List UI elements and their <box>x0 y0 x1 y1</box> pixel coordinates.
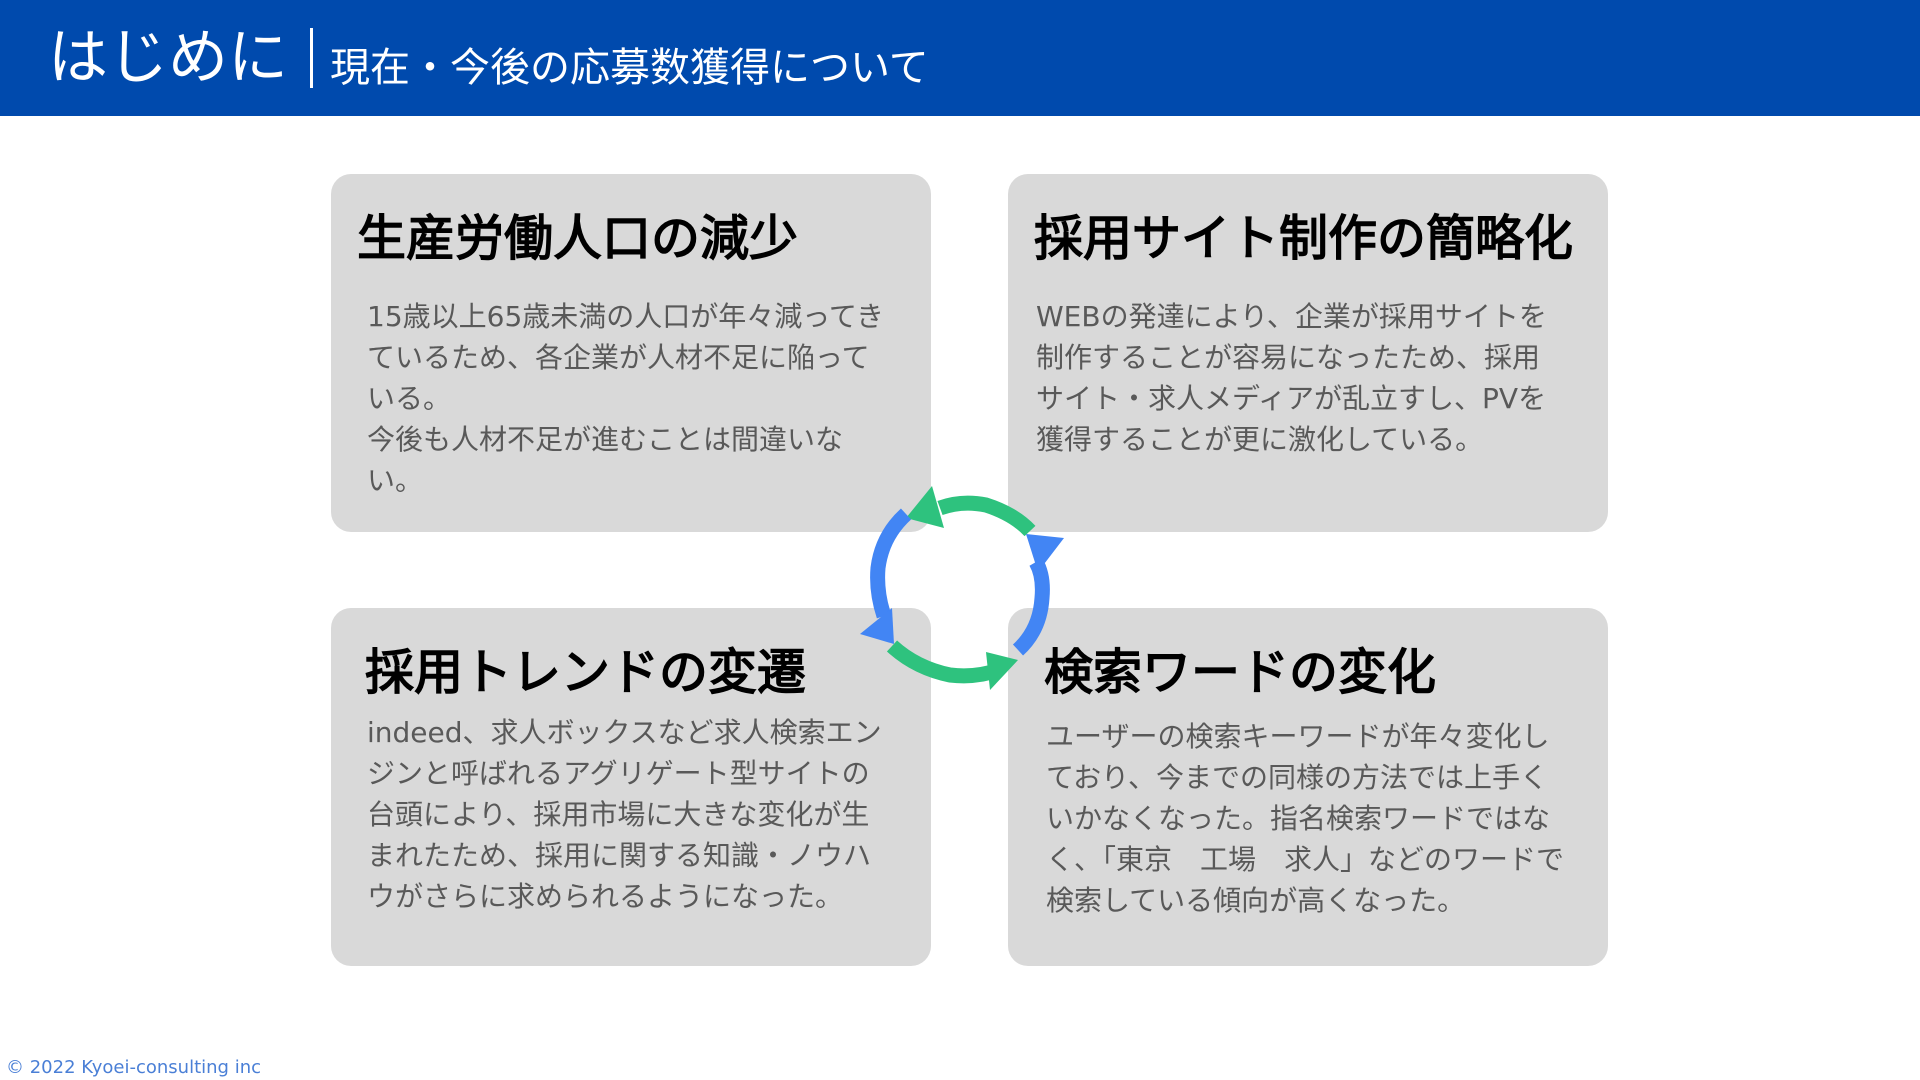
card-title: 生産労働人口の減少 <box>357 210 799 267</box>
header-divider <box>310 28 313 88</box>
cycle-arc-top <box>937 495 1036 537</box>
card-recruit-trend: 採用トレンドの変遷 indeed、求人ボックスなど求人検索エンジンと呼ばれるアグ… <box>331 608 931 966</box>
page-title: はじめに <box>48 23 288 93</box>
card-body: indeed、求人ボックスなど求人検索エンジンと呼ばれるアグリゲート型サイトの台… <box>367 716 882 913</box>
cycle-arc-left <box>870 508 912 619</box>
card-labor-population: 生産労働人口の減少 15歳以上65歳未満の人口が年々減ってきているため、各企業が… <box>331 174 931 532</box>
cycle-arrowhead-left <box>860 608 894 644</box>
card-title: 検索ワードの変化 <box>1044 644 1437 701</box>
card-body: 15歳以上65歳未満の人口が年々減ってきているため、各企業が人材不足に陥っている… <box>367 300 885 497</box>
cycle-arrowhead-top <box>906 486 944 528</box>
page-subtitle: 現在・今後の応募数獲得について <box>330 45 929 91</box>
cycle-arrows-icon <box>860 486 1064 690</box>
card-recruit-site: 採用サイト制作の簡略化 WEBの発達により、企業が採用サイトを制作することが容易… <box>1008 174 1608 532</box>
cycle-arrowhead-right <box>1026 534 1064 572</box>
card-body: ユーザーの検索キーワードが年々変化しており、今までの同様の方法では上手くいかなく… <box>1046 720 1565 917</box>
header-bar: はじめに 現在・今後の応募数獲得について <box>0 0 1920 116</box>
cycle-arc-right <box>1012 558 1050 656</box>
cycle-arrowhead-bottom <box>986 652 1018 690</box>
card-title: 採用サイト制作の簡略化 <box>1034 210 1574 267</box>
copyright-footer: © 2022 Kyoei-consulting inc <box>6 1057 262 1078</box>
cycle-arc-bottom <box>886 640 1001 684</box>
card-search-word: 検索ワードの変化 ユーザーの検索キーワードが年々変化しており、今までの同様の方法… <box>1008 608 1608 966</box>
card-body: WEBの発達により、企業が採用サイトを制作することが容易になったため、採用サイト… <box>1036 300 1547 456</box>
card-title: 採用トレンドの変遷 <box>365 644 807 701</box>
